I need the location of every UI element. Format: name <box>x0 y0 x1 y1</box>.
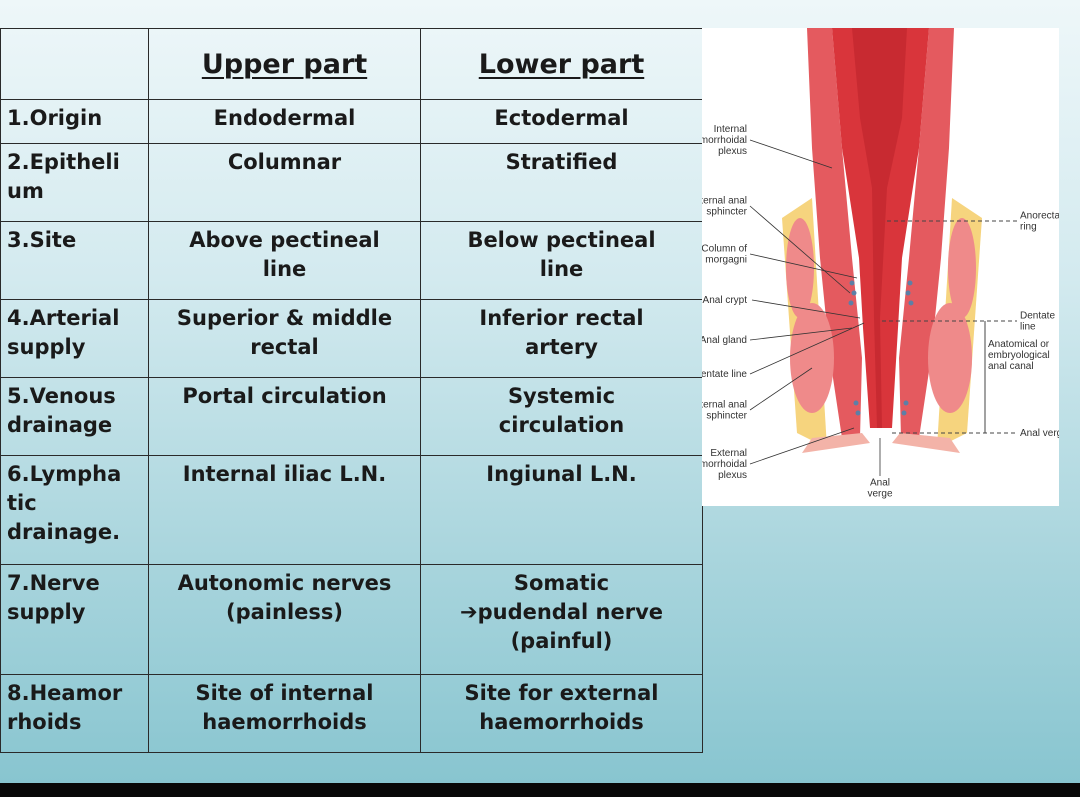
header-lower-part: Lower part <box>420 28 703 100</box>
row-label-3-site: 3.Site <box>0 221 149 300</box>
bottom-black-bar <box>0 783 1080 797</box>
diagram-label-left: Anal crypt <box>703 295 748 306</box>
right-levator <box>948 218 976 318</box>
anal-canal-diagram: InternalhemorrhoidalplexusInternal anals… <box>689 28 1068 506</box>
lower-part-cell: Below pectineal line <box>420 221 703 300</box>
left-labels: InternalhemorrhoidalplexusInternal anals… <box>689 124 748 481</box>
diagram-label-left: Dentate line <box>702 369 747 380</box>
left-anal-skin <box>802 433 870 453</box>
left-external-sphincter <box>790 303 834 413</box>
lower-part-cell: Stratified <box>420 143 703 222</box>
lower-part-cell: Ectodermal <box>420 99 703 144</box>
row-label-6-lymphaticdrainage: 6.Lympha tic drainage. <box>0 455 149 565</box>
upper-part-cell: Autonomic nerves (painless) <box>148 564 421 675</box>
anal-canal-illustration: InternalhemorrhoidalplexusInternal anals… <box>689 28 1068 500</box>
left-rectal-wall <box>807 28 862 438</box>
diagram-label-right: Anal verge <box>1020 428 1059 439</box>
upper-part-cell: Internal iliac L.N. <box>148 455 421 565</box>
lower-part-cell: Site for external haemorrhoids <box>420 674 703 753</box>
diagram-label-left: Anal gland <box>702 335 747 346</box>
row-label-5-venousdrainage: 5.Venous drainage <box>0 377 149 456</box>
upper-part-cell: Site of internal haemorrhoids <box>148 674 421 753</box>
lumen-shadow <box>852 28 907 428</box>
upper-part-cell: Portal circulation <box>148 377 421 456</box>
lower-part-cell: Ingiunal L.N. <box>420 455 703 565</box>
right-rectal-wall <box>899 28 954 438</box>
row-label-4-arterialsupply: 4.Arterial supply <box>0 299 149 378</box>
upper-part-cell: Superior & middle rectal <box>148 299 421 378</box>
row-label-2-epithelium: 2.Epitheli um <box>0 143 149 222</box>
row-label-1-origin: 1.Origin <box>0 99 149 144</box>
lower-part-cell: Somatic ➔pudendal nerve (painful) <box>420 564 703 675</box>
header-empty-cell <box>0 28 149 100</box>
upper-part-cell: Endodermal <box>148 99 421 144</box>
row-label-8-heamorrhoids: 8.Heamor rhoids <box>0 674 149 753</box>
anal-glands <box>848 280 914 416</box>
lower-part-cell: Inferior rectal artery <box>420 299 703 378</box>
row-label-7-nervesupply: 7.Nerve supply <box>0 564 149 675</box>
leader-lines <box>749 139 881 476</box>
diagram-label-left: Externalhemorrhoidalplexus <box>702 448 747 481</box>
table-row: 6.Lympha tic drainage.Internal iliac L.N… <box>0 455 703 565</box>
right-anal-skin <box>892 433 960 453</box>
header-upper-part: Upper part <box>148 28 421 100</box>
upper-part-cell: Columnar <box>148 143 421 222</box>
header-row: Upper part Lower part <box>0 28 703 100</box>
lower-part-cell: Systemic circulation <box>420 377 703 456</box>
left-levator <box>786 218 814 318</box>
upper-part-cell: Above pectineal line <box>148 221 421 300</box>
diagram-label-left: Internalhemorrhoidalplexus <box>702 124 747 157</box>
right-external-sphincter <box>928 303 972 413</box>
